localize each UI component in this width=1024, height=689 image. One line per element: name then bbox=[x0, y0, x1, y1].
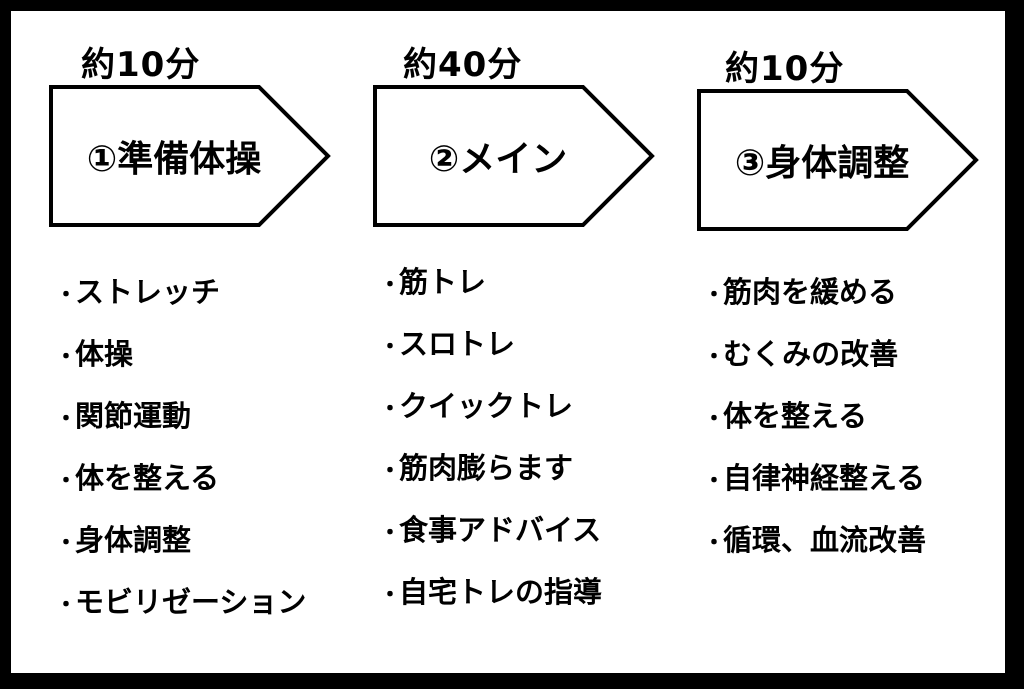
arrow-pentagon-icon bbox=[373, 85, 655, 227]
item-list: ・筋肉を緩める ・むくみの改善 ・体を整える ・自律神経整える ・循環、血流改善 bbox=[703, 261, 926, 571]
list-item: ・関節運動 bbox=[55, 399, 192, 433]
phase-arrow: ①準備体操 bbox=[49, 85, 331, 227]
arrow-pentagon-icon bbox=[697, 89, 979, 231]
arrow-pentagon-icon bbox=[49, 85, 331, 227]
list-item: ・食事アドバイス bbox=[379, 513, 602, 547]
phase-title: ③身体調整 bbox=[734, 143, 910, 184]
list-item: ・循環、血流改善 bbox=[703, 523, 927, 557]
list-item: ・体を整える bbox=[703, 399, 868, 433]
list-item: ・自律神経整える bbox=[703, 461, 926, 495]
list-item: ・筋肉膨らます bbox=[379, 451, 574, 485]
list-item: ・自宅トレの指導 bbox=[379, 575, 603, 609]
list-item: ・モビリゼーション bbox=[55, 585, 307, 619]
phase-title: ①準備体操 bbox=[86, 139, 262, 180]
item-list: ・筋トレ ・スロトレ ・クイックトレ ・筋肉膨らます ・食事アドバイス ・自宅ト… bbox=[379, 251, 602, 623]
duration-label: 約10分 bbox=[725, 49, 845, 89]
phase-title: ②メイン bbox=[428, 139, 568, 180]
list-item: ・スロトレ bbox=[379, 327, 516, 361]
list-item: ・体を整える bbox=[55, 461, 220, 495]
list-item: ・むくみの改善 bbox=[703, 337, 899, 371]
phase-arrow: ②メイン bbox=[373, 85, 655, 227]
phase-arrow: ③身体調整 bbox=[697, 89, 979, 231]
list-item: ・ストレッチ bbox=[55, 275, 221, 309]
item-list: ・ストレッチ ・体操 ・関節運動 ・体を整える ・身体調整 ・モビリゼーション bbox=[55, 261, 306, 633]
list-item: ・体操 bbox=[55, 337, 134, 371]
list-item: ・クイックトレ bbox=[379, 389, 574, 423]
schedule-frame: 約10分 ①準備体操 ・ストレッチ ・体操 ・関節運動 ・体を整える ・身体調整… bbox=[8, 8, 1008, 676]
list-item: ・身体調整 bbox=[55, 523, 192, 557]
list-item: ・筋肉を緩める bbox=[703, 275, 898, 309]
list-item: ・筋トレ bbox=[379, 265, 487, 299]
duration-label: 約40分 bbox=[403, 45, 523, 85]
duration-label: 約10分 bbox=[81, 45, 201, 85]
